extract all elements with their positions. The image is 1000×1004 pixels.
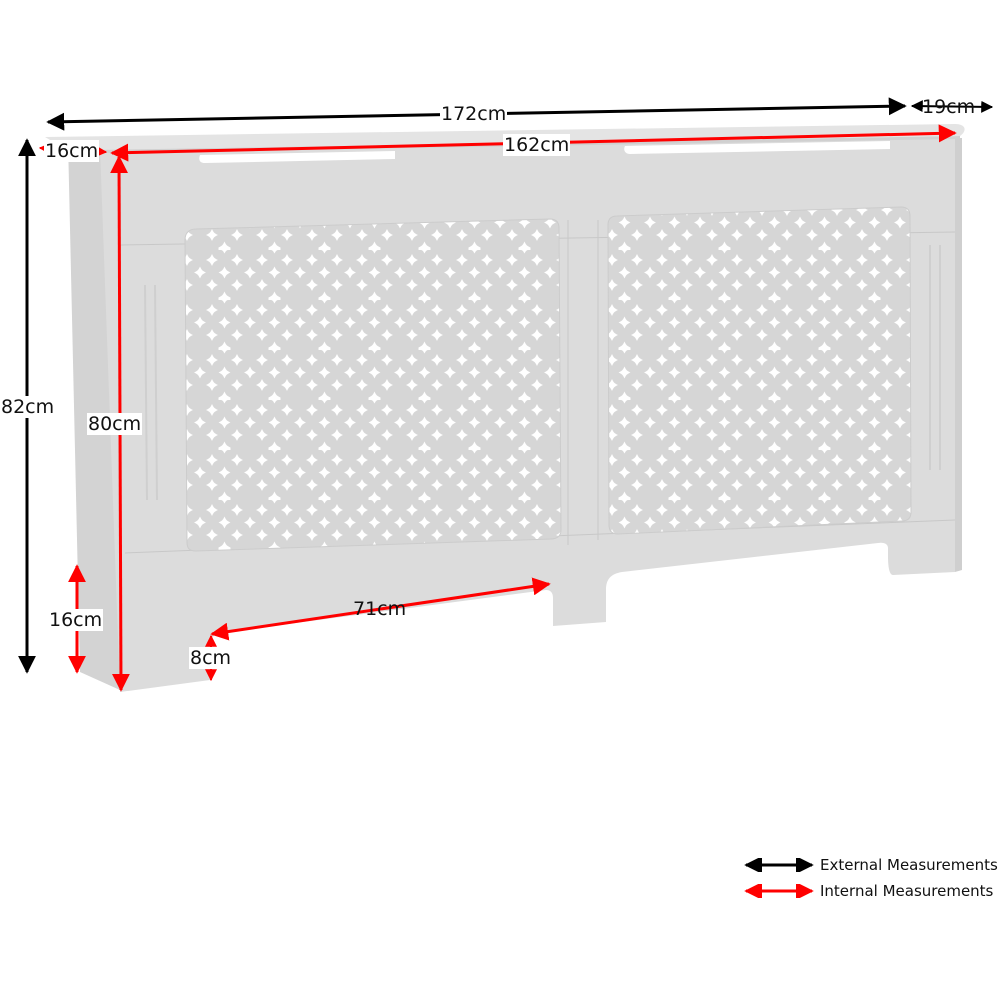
arrow-cutout-width [210,577,551,641]
double-arrow-black-icon [744,858,814,872]
label-leg-height: 16cm [48,609,104,631]
label-cutout-height: 8cm [189,647,233,669]
decorative-grooves [144,245,941,501]
label-overall-height: 82cm [0,396,56,418]
legend-label-internal: Internal Measurements [820,882,994,900]
label-side-depth: 16cm [44,140,100,162]
legend-item-internal: Internal Measurements [742,878,998,904]
arrow-depth [910,100,994,113]
label-internal-width: 162cm [503,134,571,156]
label-overall-width: 172cm [440,103,508,125]
grille-right [607,206,912,535]
legend-label-external: External Measurements [820,856,998,874]
label-cutout-width: 71cm [353,598,407,620]
double-arrow-red-icon [744,884,814,898]
label-internal-height: 80cm [87,413,143,435]
legend-item-external: External Measurements [742,852,998,878]
label-depth: 19cm [922,96,976,118]
legend: External Measurements Internal Measureme… [742,852,998,904]
grille-left [184,218,562,552]
